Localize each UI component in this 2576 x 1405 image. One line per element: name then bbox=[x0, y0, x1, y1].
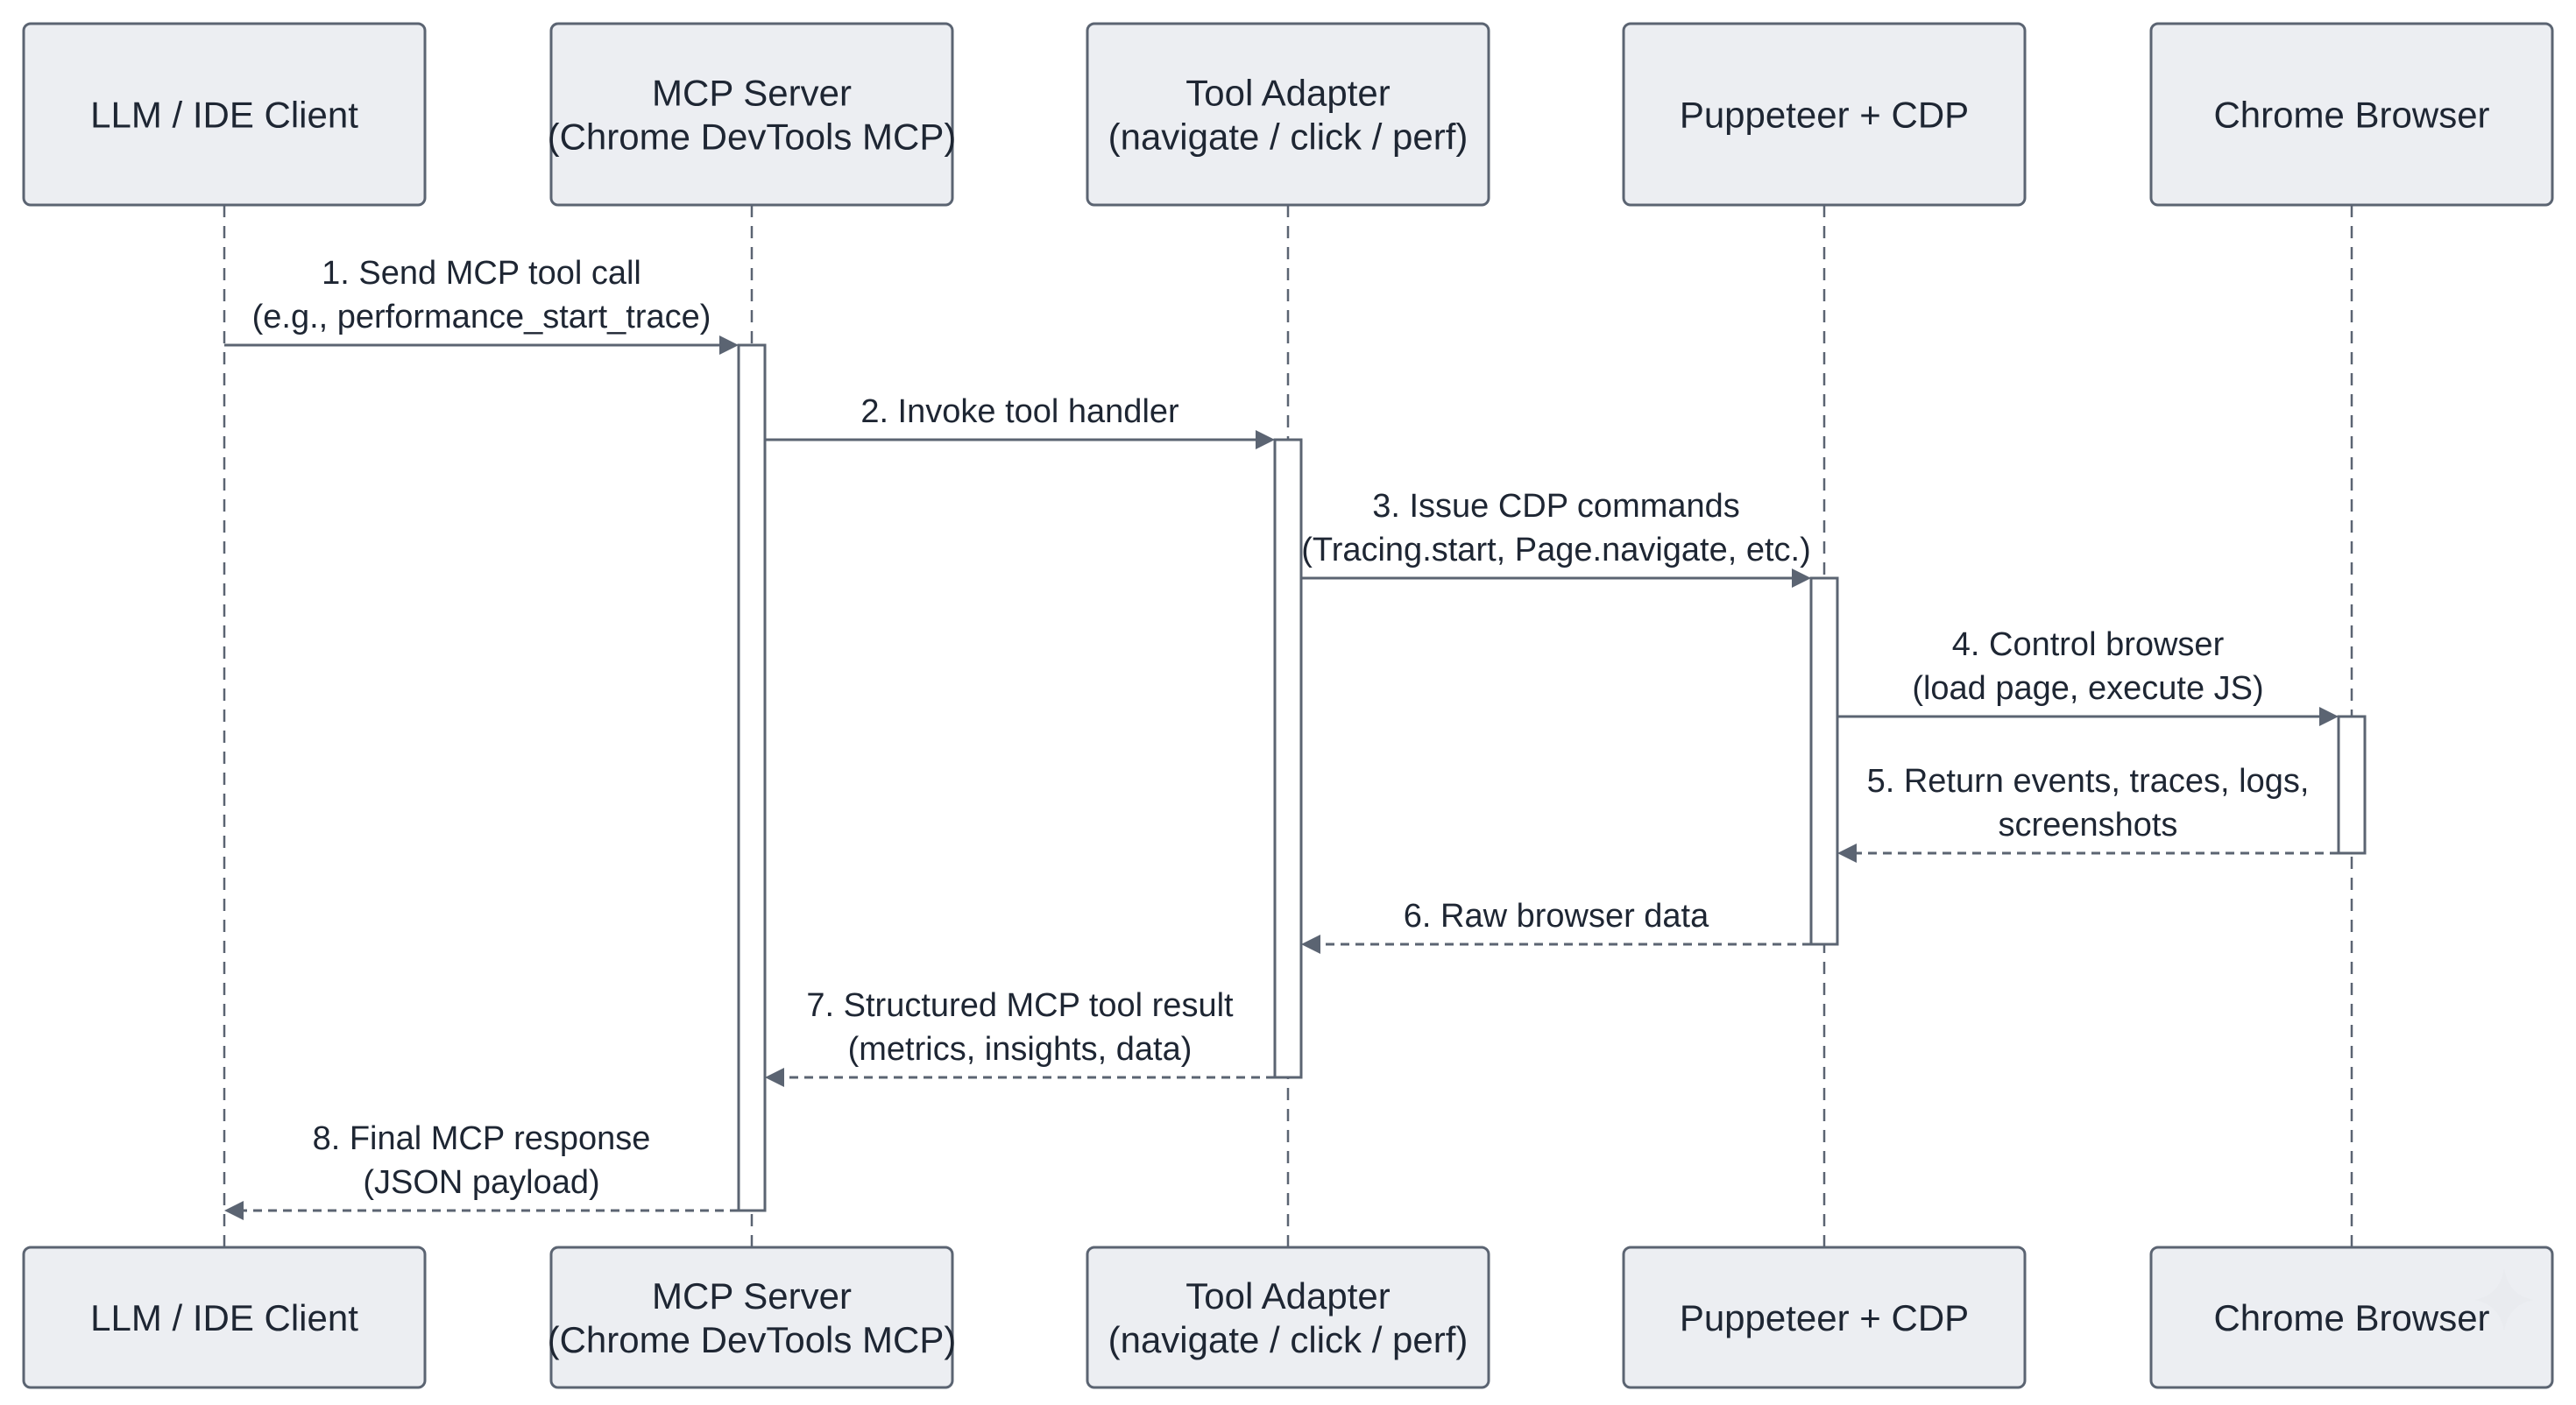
participant-server-top: MCP Server(Chrome DevTools MCP) bbox=[548, 22, 957, 207]
message-label: (Tracing.start, Page.navigate, etc.) bbox=[1301, 532, 1811, 568]
participant-box bbox=[1086, 22, 1490, 207]
participant-label: Puppeteer + CDP bbox=[1680, 1297, 1969, 1338]
participant-box bbox=[1086, 1246, 1490, 1389]
participants-top: LLM / IDE Client MCP Server(Chrome DevToo… bbox=[22, 22, 2554, 207]
participant-cdp-top: Puppeteer + CDP bbox=[1622, 22, 2027, 207]
message-label: (e.g., performance_start_trace) bbox=[252, 299, 711, 335]
participant-label: (navigate / click / perf) bbox=[1108, 116, 1468, 158]
arrowhead-icon bbox=[1792, 568, 1811, 588]
participant-label: LLM / IDE Client bbox=[90, 1297, 358, 1338]
activation-bar-cdp bbox=[1809, 576, 1839, 946]
participant-label: Tool Adapter bbox=[1185, 1275, 1391, 1317]
participant-box bbox=[2149, 22, 2554, 207]
participant-label: Chrome Browser bbox=[2213, 1297, 2489, 1338]
messages: 1. Send MCP tool call (e.g., performance_… bbox=[224, 255, 2339, 1220]
participant-label: Tool Adapter bbox=[1185, 73, 1391, 114]
participant-label: Puppeteer + CDP bbox=[1680, 95, 1969, 136]
message-label: 6. Raw browser data bbox=[1404, 898, 1709, 935]
message-label: 1. Send MCP tool call bbox=[322, 255, 641, 292]
message-label: 2. Invoke tool handler bbox=[860, 393, 1179, 430]
participant-cdp-bottom: Puppeteer + CDP bbox=[1622, 1246, 2027, 1389]
message-label: 5. Return events, traces, logs, bbox=[1867, 763, 2310, 800]
sparkle-icon bbox=[2474, 1268, 2534, 1331]
message-label: 4. Control browser bbox=[1952, 626, 2225, 663]
participant-box bbox=[1622, 1246, 2027, 1389]
message-label: screenshots bbox=[1999, 807, 2178, 844]
participant-box bbox=[1622, 22, 2027, 207]
participant-label: Chrome Browser bbox=[2213, 95, 2489, 136]
participant-label: MCP Server bbox=[652, 1275, 852, 1317]
activation-bar-adapter bbox=[1273, 438, 1303, 1079]
activation-bar-browser bbox=[2337, 715, 2367, 855]
message-8: 8. Final MCP response (JSON payload) bbox=[224, 1120, 739, 1220]
message-label: 7. Structured MCP tool result bbox=[806, 987, 1234, 1024]
participant-browser-top: Chrome Browser bbox=[2149, 22, 2554, 207]
message-label: 3. Issue CDP commands bbox=[1372, 488, 1740, 525]
participant-box bbox=[549, 22, 954, 207]
activation-bar-server bbox=[737, 343, 767, 1212]
participant-browser-bottom: Chrome Browser bbox=[2149, 1246, 2554, 1389]
participant-adapter-top: Tool Adapter(navigate / click / perf) bbox=[1086, 22, 1490, 207]
arrowhead-icon bbox=[1301, 935, 1320, 954]
participant-label: (Chrome DevTools MCP) bbox=[548, 116, 957, 158]
participant-box bbox=[2149, 1246, 2554, 1389]
message-4: 4. Control browser (load page, execute JS… bbox=[1837, 626, 2339, 726]
message-label: (load page, execute JS) bbox=[1912, 670, 2263, 707]
message-label: 8. Final MCP response bbox=[313, 1120, 651, 1157]
participant-server-bottom: MCP Server(Chrome DevTools MCP) bbox=[548, 1246, 957, 1389]
participant-label: (navigate / click / perf) bbox=[1108, 1319, 1468, 1360]
participant-box bbox=[549, 1246, 954, 1389]
message-1: 1. Send MCP tool call (e.g., performance_… bbox=[224, 255, 739, 355]
arrowhead-icon bbox=[765, 1068, 784, 1087]
arrowhead-icon bbox=[224, 1201, 244, 1220]
participant-box bbox=[22, 1246, 427, 1389]
participant-client-top: LLM / IDE Client bbox=[22, 22, 427, 207]
message-label: (metrics, insights, data) bbox=[848, 1031, 1192, 1068]
activations bbox=[737, 343, 2367, 1212]
participant-box bbox=[22, 22, 427, 207]
arrowhead-icon bbox=[2319, 707, 2339, 726]
message-3: 3. Issue CDP commands (Tracing.start, Pag… bbox=[1301, 488, 1811, 588]
participant-adapter-bottom: Tool Adapter(navigate / click / perf) bbox=[1086, 1246, 1490, 1389]
arrowhead-icon bbox=[1256, 430, 1275, 449]
message-7: 7. Structured MCP tool result (metrics, i… bbox=[765, 987, 1275, 1087]
message-label: (JSON payload) bbox=[363, 1164, 599, 1201]
message-2: 2. Invoke tool handler bbox=[765, 393, 1275, 449]
participants-bottom: LLM / IDE Client MCP Server(Chrome DevToo… bbox=[22, 1246, 2554, 1389]
participant-label: LLM / IDE Client bbox=[90, 95, 358, 136]
participant-label: (Chrome DevTools MCP) bbox=[548, 1319, 957, 1360]
participant-label: MCP Server bbox=[652, 73, 852, 114]
arrowhead-icon bbox=[1837, 844, 1857, 863]
participant-client-bottom: LLM / IDE Client bbox=[22, 1246, 427, 1389]
message-5: 5. Return events, traces, logs, screensho… bbox=[1837, 763, 2339, 863]
arrowhead-icon bbox=[719, 335, 739, 355]
message-6: 6. Raw browser data bbox=[1301, 898, 1811, 954]
